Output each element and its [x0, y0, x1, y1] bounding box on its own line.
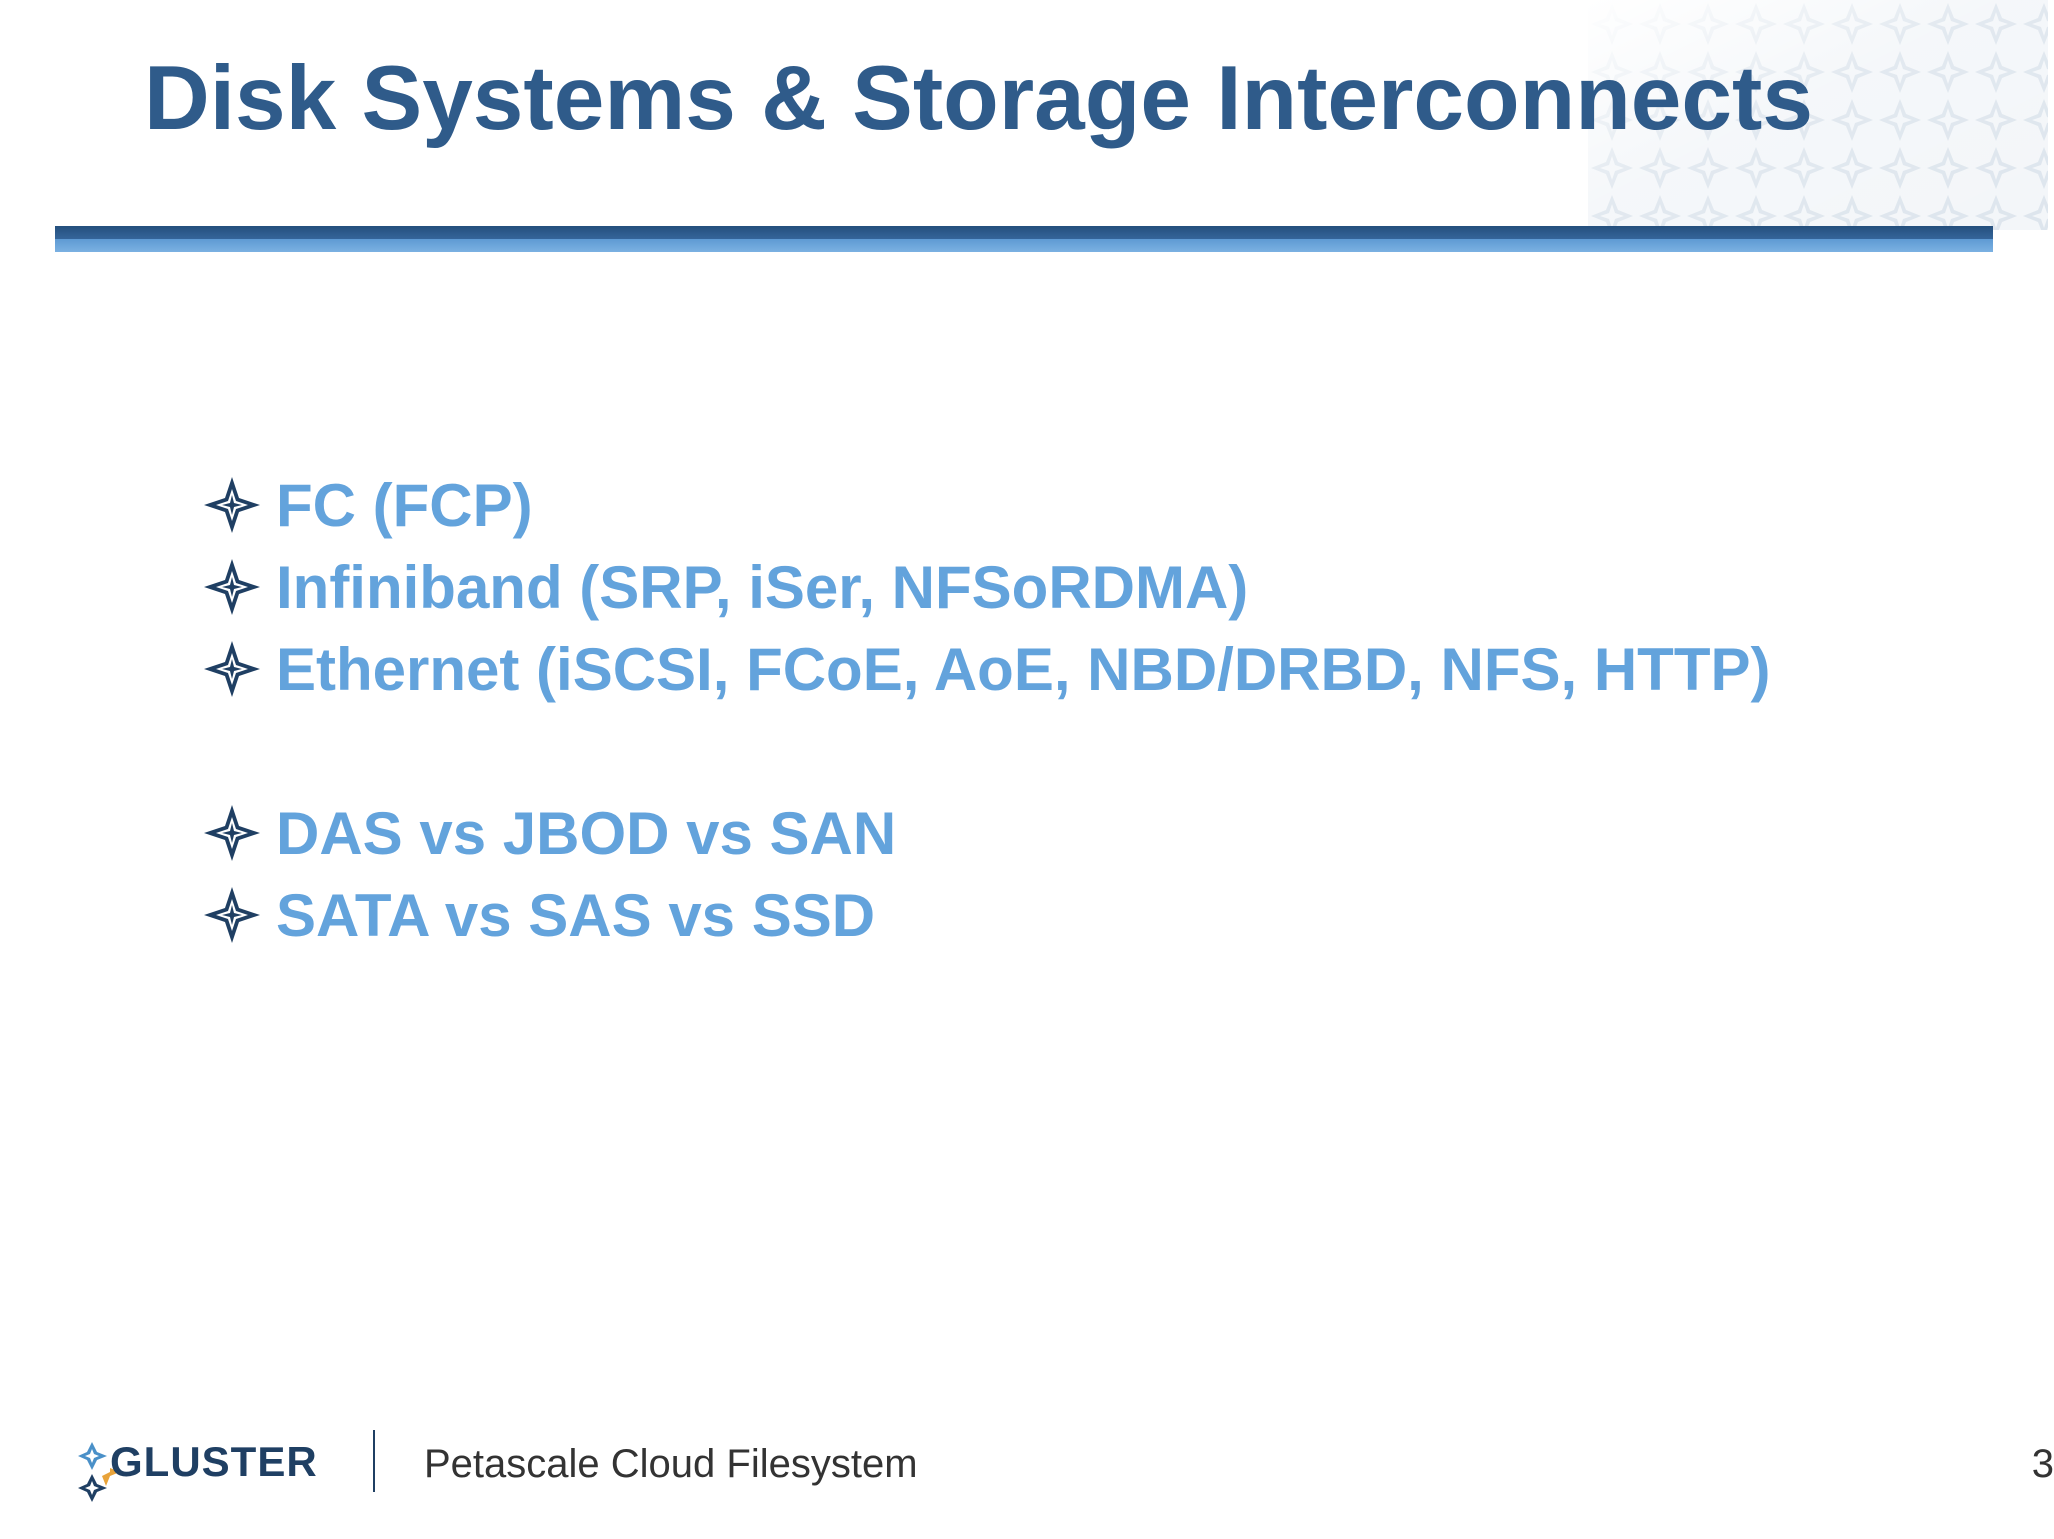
- gluster-logo-mark-icon: [78, 1442, 120, 1502]
- bullet-item: SATA vs SAS vs SSD: [202, 874, 1982, 956]
- diamond-star-icon: [204, 477, 260, 533]
- bullet-item: DAS vs JBOD vs SAN: [202, 792, 1982, 874]
- bullet-list: FC (FCP) Infiniband (SRP, iSer, NFSoRDMA…: [202, 464, 1982, 956]
- bullet-item: Ethernet (iSCSI, FCoE, AoE, NBD/DRBD, NF…: [202, 628, 1982, 710]
- gluster-logo-text: GLUSTER: [110, 1438, 318, 1485]
- bullet-text: Infiniband (SRP, iSer, NFSoRDMA): [276, 553, 1249, 621]
- title-underline-rule: [55, 226, 1993, 252]
- slide-footer: GLUSTER Petascale Cloud Filesystem 3: [0, 1420, 2054, 1510]
- bullet-item: Infiniband (SRP, iSer, NFSoRDMA): [202, 546, 1982, 628]
- bullet-text: Ethernet (iSCSI, FCoE, AoE, NBD/DRBD, NF…: [276, 635, 1771, 703]
- corner-lattice-pattern: [1588, 0, 2048, 230]
- diamond-star-icon: [204, 805, 260, 861]
- diamond-star-icon: [204, 641, 260, 697]
- diamond-star-icon: [204, 887, 260, 943]
- bullet-text: FC (FCP): [276, 471, 533, 539]
- footer-divider: [373, 1430, 375, 1492]
- footer-subtitle: Petascale Cloud Filesystem: [424, 1442, 918, 1486]
- diamond-star-icon: [204, 559, 260, 615]
- bullet-text: SATA vs SAS vs SSD: [276, 881, 876, 949]
- bullet-group-gap: [202, 710, 1982, 792]
- bullet-item: FC (FCP): [202, 464, 1982, 546]
- bullet-text: DAS vs JBOD vs SAN: [276, 799, 897, 867]
- page-number: 3: [2031, 1442, 2054, 1486]
- slide-title: Disk Systems & Storage Interconnects: [144, 48, 1813, 149]
